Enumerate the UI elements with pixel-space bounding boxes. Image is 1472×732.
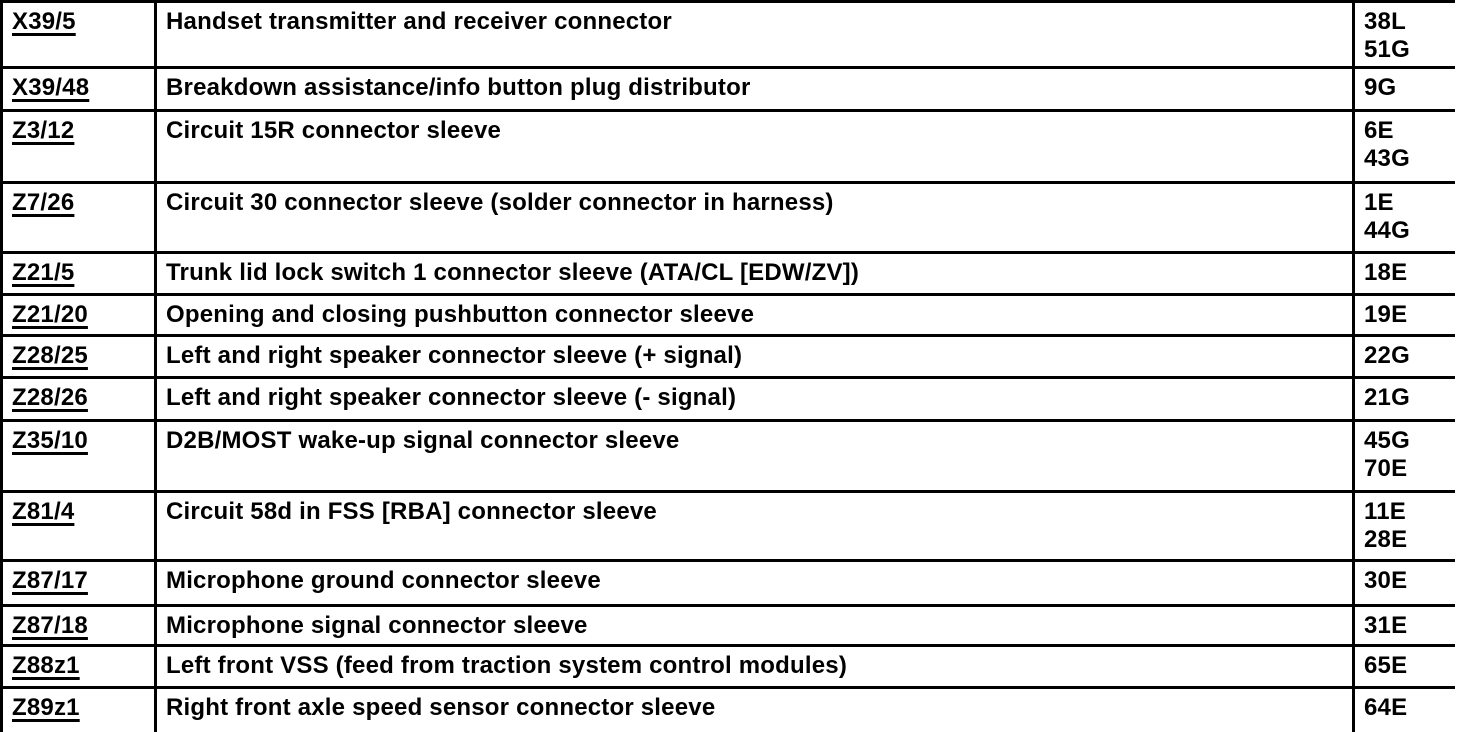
location-ref: 38L (1364, 8, 1406, 35)
connector-code-link[interactable]: Z81/4 (12, 498, 75, 525)
connector-code-cell: X39/5 (0, 0, 157, 69)
connector-description: Handset transmitter and receiver connect… (154, 0, 1355, 69)
connector-location-refs: 64E (1352, 686, 1455, 732)
connector-code-link[interactable]: Z87/17 (12, 567, 88, 594)
location-ref: 21G (1364, 384, 1410, 411)
connector-code-cell: Z28/25 (0, 334, 157, 379)
table-row: Z88z1 Left front VSS (feed from traction… (0, 644, 1455, 689)
location-ref: 9G (1364, 74, 1397, 101)
table-row: Z7/26 Circuit 30 connector sleeve (solde… (0, 181, 1455, 254)
connector-location-refs: 21G (1352, 376, 1455, 422)
connector-code-link[interactable]: Z87/18 (12, 612, 88, 639)
connector-description: Left and right speaker connector sleeve … (154, 376, 1355, 422)
location-ref: 1E (1364, 189, 1394, 216)
connector-description: Circuit 15R connector sleeve (154, 109, 1355, 184)
connector-location-refs: 22G (1352, 334, 1455, 379)
table-row: Z35/10 D2B/MOST wake-up signal connector… (0, 419, 1455, 493)
connector-description: Breakdown assistance/info button plug di… (154, 66, 1355, 112)
connector-description: Circuit 58d in FSS [RBA] connector sleev… (154, 490, 1355, 562)
location-ref: 18E (1364, 259, 1408, 286)
connector-code-link[interactable]: Z7/26 (12, 189, 75, 216)
connector-code-cell: Z87/18 (0, 604, 157, 647)
connector-description: Right front axle speed sensor connector … (154, 686, 1355, 732)
connector-code-link[interactable]: Z89z1 (12, 694, 80, 721)
connector-description: Opening and closing pushbutton connector… (154, 293, 1355, 337)
connector-code-link[interactable]: Z28/26 (12, 384, 88, 411)
table-row: Z21/5 Trunk lid lock switch 1 connector … (0, 251, 1455, 296)
connector-description: Left and right speaker connector sleeve … (154, 334, 1355, 379)
location-ref: 19E (1364, 301, 1408, 328)
connector-code-cell: Z87/17 (0, 559, 157, 607)
connector-code-cell: Z81/4 (0, 490, 157, 562)
table-row: Z81/4 Circuit 58d in FSS [RBA] connector… (0, 490, 1455, 562)
connector-code-link[interactable]: Z28/25 (12, 342, 88, 369)
location-ref: 31E (1364, 612, 1408, 639)
connector-description: D2B/MOST wake-up signal connector sleeve (154, 419, 1355, 493)
connector-code-cell: Z35/10 (0, 419, 157, 493)
table-row: X39/5 Handset transmitter and receiver c… (0, 0, 1455, 69)
location-ref: 30E (1364, 567, 1408, 594)
connector-code-cell: X39/48 (0, 66, 157, 112)
location-ref: 45G (1364, 427, 1410, 454)
table-row: Z28/25 Left and right speaker connector … (0, 334, 1455, 379)
connector-code-link[interactable]: Z21/20 (12, 301, 88, 328)
connector-description: Microphone signal connector sleeve (154, 604, 1355, 647)
location-ref: 51G (1364, 36, 1410, 63)
connector-code-link[interactable]: Z21/5 (12, 259, 75, 286)
connector-description: Left front VSS (feed from traction syste… (154, 644, 1355, 689)
location-ref: 70E (1364, 455, 1408, 482)
table-row: Z21/20 Opening and closing pushbutton co… (0, 293, 1455, 337)
table-row: Z87/18 Microphone signal connector sleev… (0, 604, 1455, 647)
connector-location-refs: 65E (1352, 644, 1455, 689)
location-ref: 65E (1364, 652, 1408, 679)
connector-code-cell: Z3/12 (0, 109, 157, 184)
connector-location-refs: 30E (1352, 559, 1455, 607)
connector-location-refs: 9G (1352, 66, 1455, 112)
table-row: Z28/26 Left and right speaker connector … (0, 376, 1455, 422)
connector-description: Microphone ground connector sleeve (154, 559, 1355, 607)
connector-code-cell: Z21/20 (0, 293, 157, 337)
location-ref: 6E (1364, 117, 1394, 144)
connector-location-refs: 31E (1352, 604, 1455, 647)
connector-code-cell: Z21/5 (0, 251, 157, 296)
location-ref: 28E (1364, 526, 1408, 553)
connector-code-cell: Z89z1 (0, 686, 157, 732)
table-row: X39/48 Breakdown assistance/info button … (0, 66, 1455, 112)
connector-description: Trunk lid lock switch 1 connector sleeve… (154, 251, 1355, 296)
connector-code-cell: Z28/26 (0, 376, 157, 422)
connector-location-refs: 19E (1352, 293, 1455, 337)
location-ref: 22G (1364, 342, 1410, 369)
connector-code-link[interactable]: Z88z1 (12, 652, 80, 679)
table-row: Z87/17 Microphone ground connector sleev… (0, 559, 1455, 607)
table-row: Z89z1 Right front axle speed sensor conn… (0, 686, 1455, 732)
connector-code-link[interactable]: X39/5 (12, 8, 76, 35)
location-ref: 43G (1364, 145, 1410, 172)
connector-code-link[interactable]: Z35/10 (12, 427, 88, 454)
connector-code-cell: Z88z1 (0, 644, 157, 689)
location-ref: 44G (1364, 217, 1410, 244)
connector-description: Circuit 30 connector sleeve (solder conn… (154, 181, 1355, 254)
connector-code-link[interactable]: Z3/12 (12, 117, 75, 144)
connector-location-refs: 18E (1352, 251, 1455, 296)
location-ref: 64E (1364, 694, 1408, 721)
connector-code-link[interactable]: X39/48 (12, 74, 90, 101)
location-ref: 11E (1364, 498, 1406, 525)
connector-code-cell: Z7/26 (0, 181, 157, 254)
